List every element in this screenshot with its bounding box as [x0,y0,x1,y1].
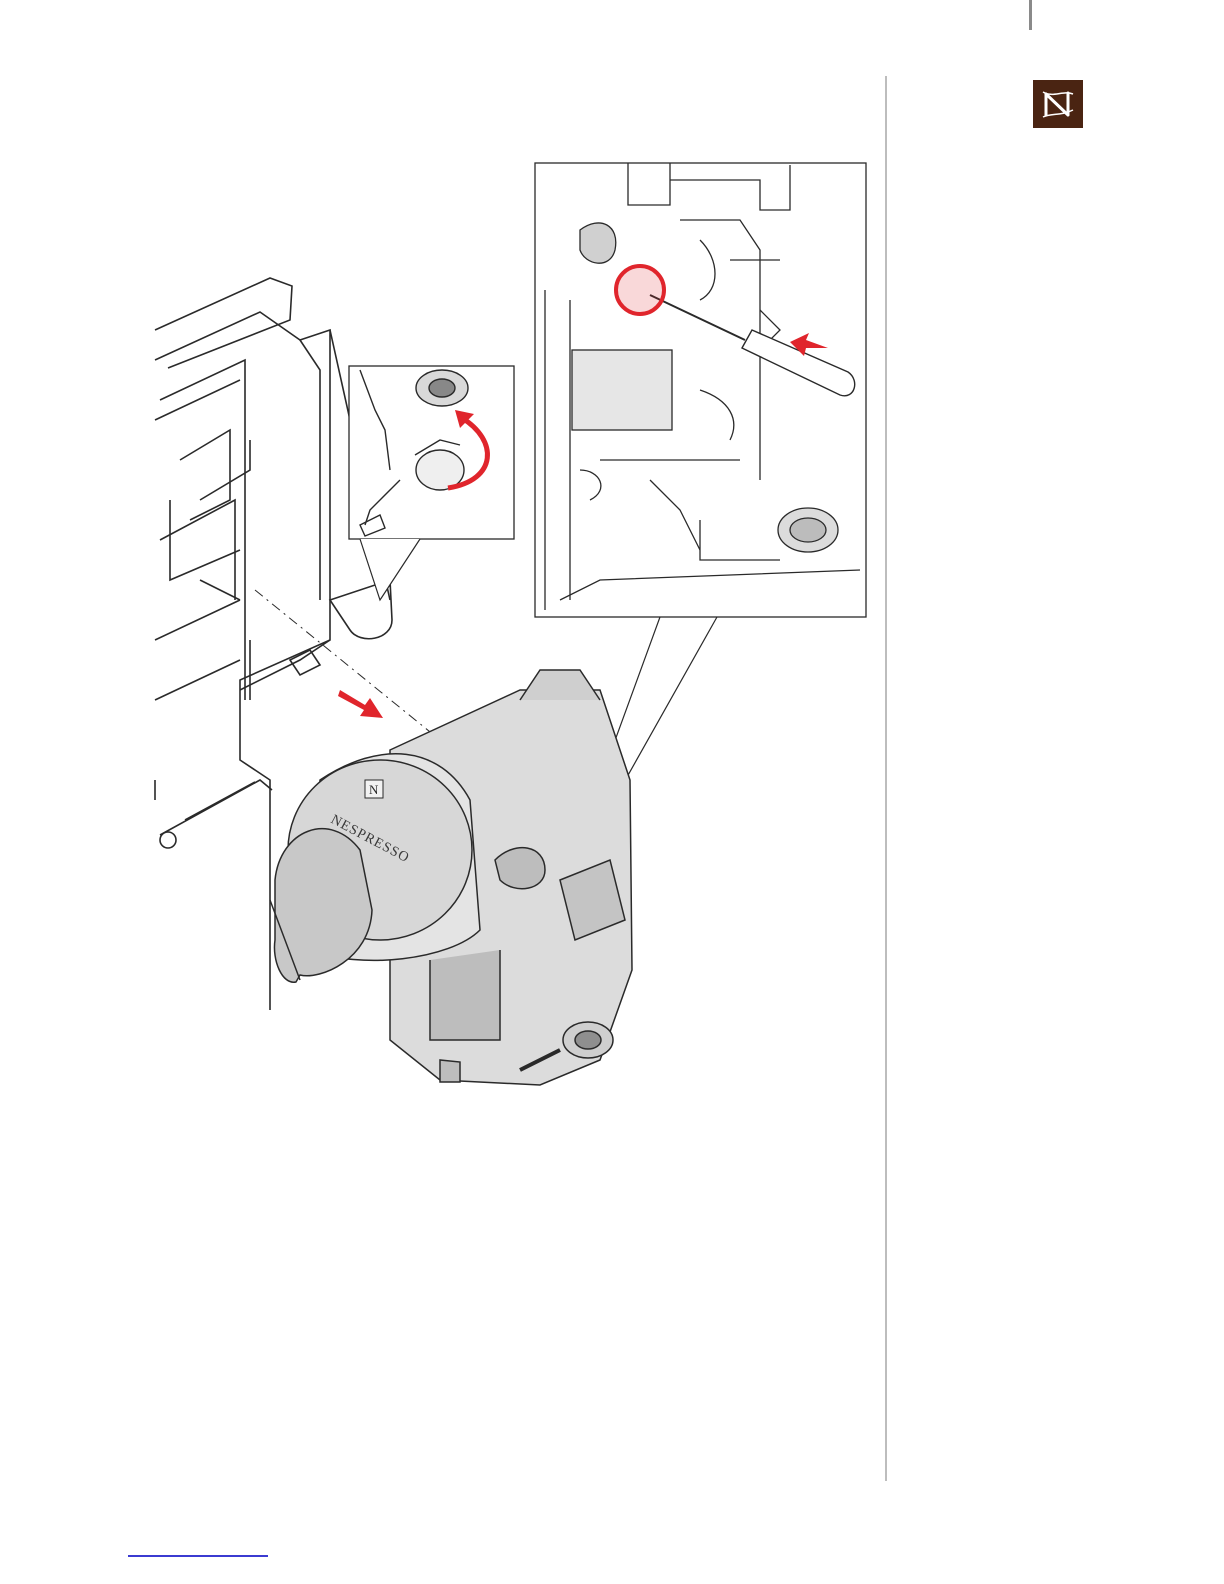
module-badge: N [365,780,383,798]
svg-text:N: N [369,782,379,797]
highlight-circle-icon [616,266,664,314]
brewing-module [270,670,632,1085]
alignment-guide [255,590,440,740]
detail-inset-drain [349,366,514,600]
footer-link-underline[interactable] [128,1555,268,1557]
insert-arrow-icon [338,690,383,718]
